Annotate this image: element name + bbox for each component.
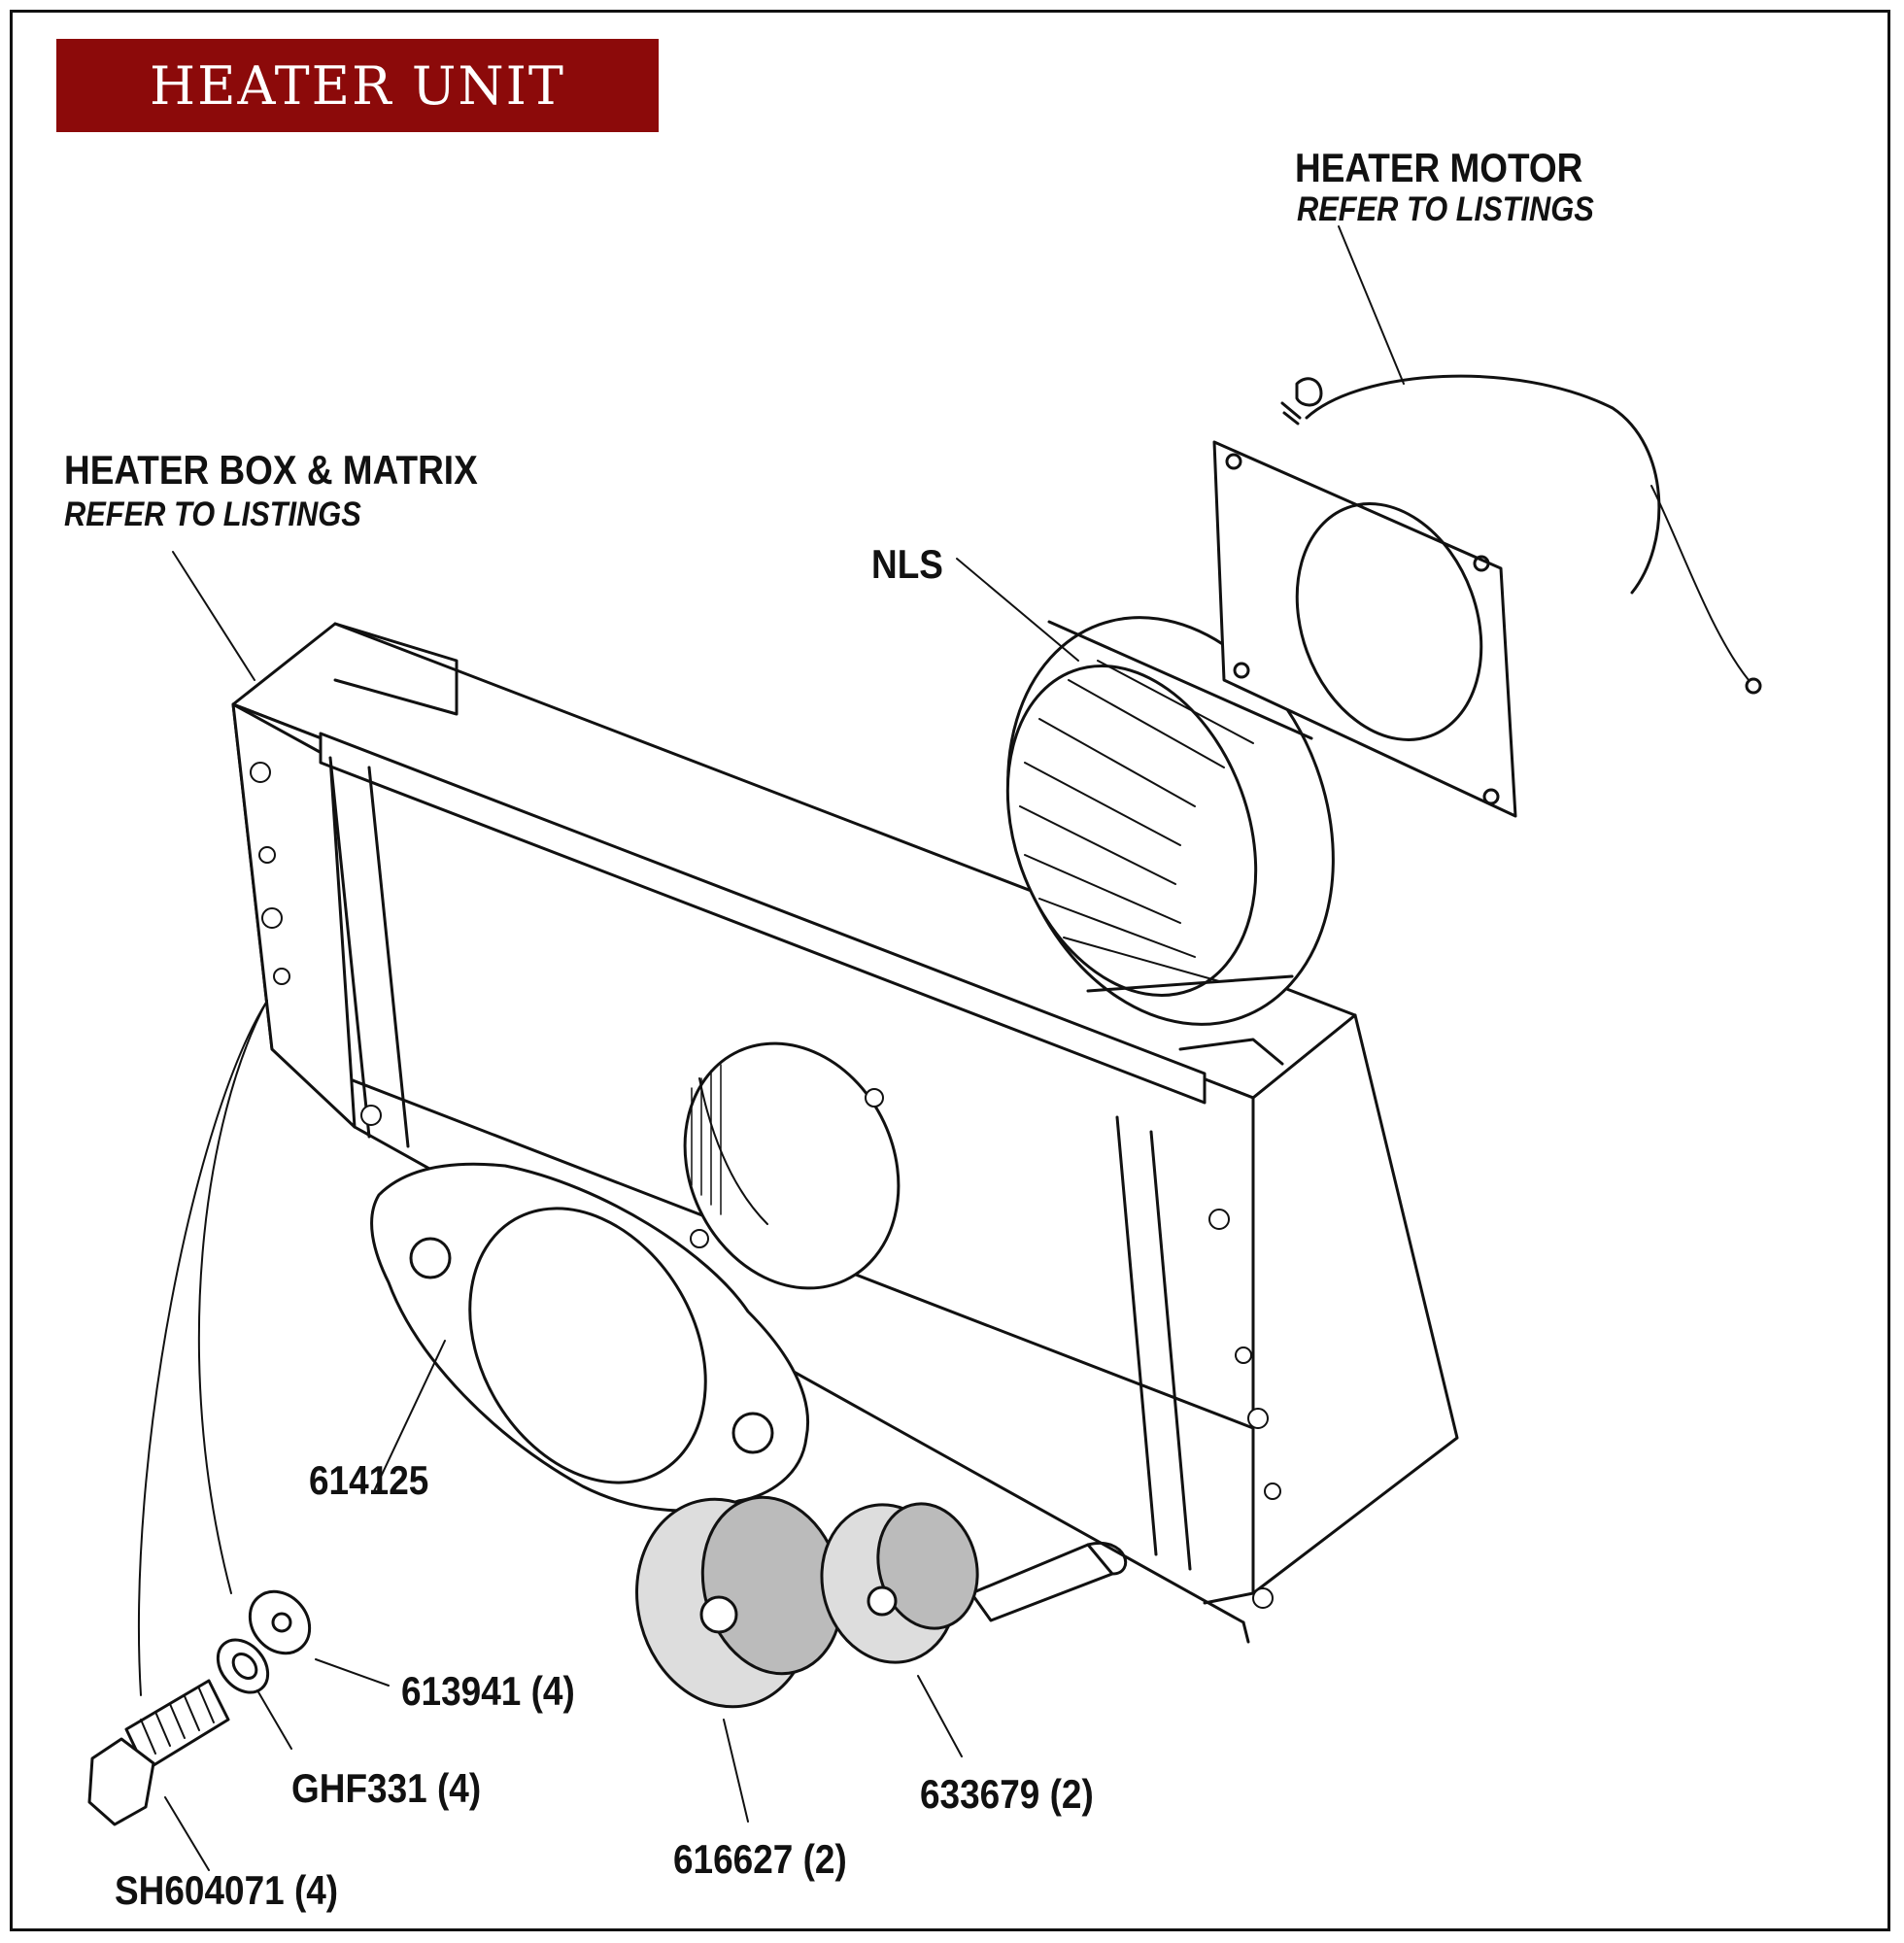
title-banner: HEATER UNIT [56,39,659,132]
note-heater-motor: REFER TO LISTINGS [1297,190,1594,228]
label-gasket: 614125 [309,1457,429,1503]
label-washer: 613941 (4) [401,1668,575,1714]
label-bolt: SH604071 (4) [115,1867,339,1913]
label-spring-washer: GHF331 (4) [291,1765,482,1811]
heater-box [231,622,1459,1644]
note-heater-box: REFER TO LISTINGS [64,495,361,533]
label-grommet-large: 616627 (2) [673,1836,847,1882]
washer-613941 [248,1589,312,1655]
leader-lines [138,225,1405,1871]
diagram-title: HEATER UNIT [150,54,565,117]
label-heater-box: HEATER BOX & MATRIX [64,447,478,493]
grommet-616627 [635,1495,844,1709]
label-nls: NLS [871,541,943,587]
gasket-614125 [370,1162,809,1513]
label-grommet-small: 633679 (2) [920,1771,1094,1817]
grommet-633679 [820,1502,979,1664]
bolt-SH604071 [87,1679,230,1826]
spring-washer-GHF331 [216,1638,270,1694]
heater-motor [1212,374,1762,818]
label-heater-motor: HEATER MOTOR [1295,145,1583,190]
